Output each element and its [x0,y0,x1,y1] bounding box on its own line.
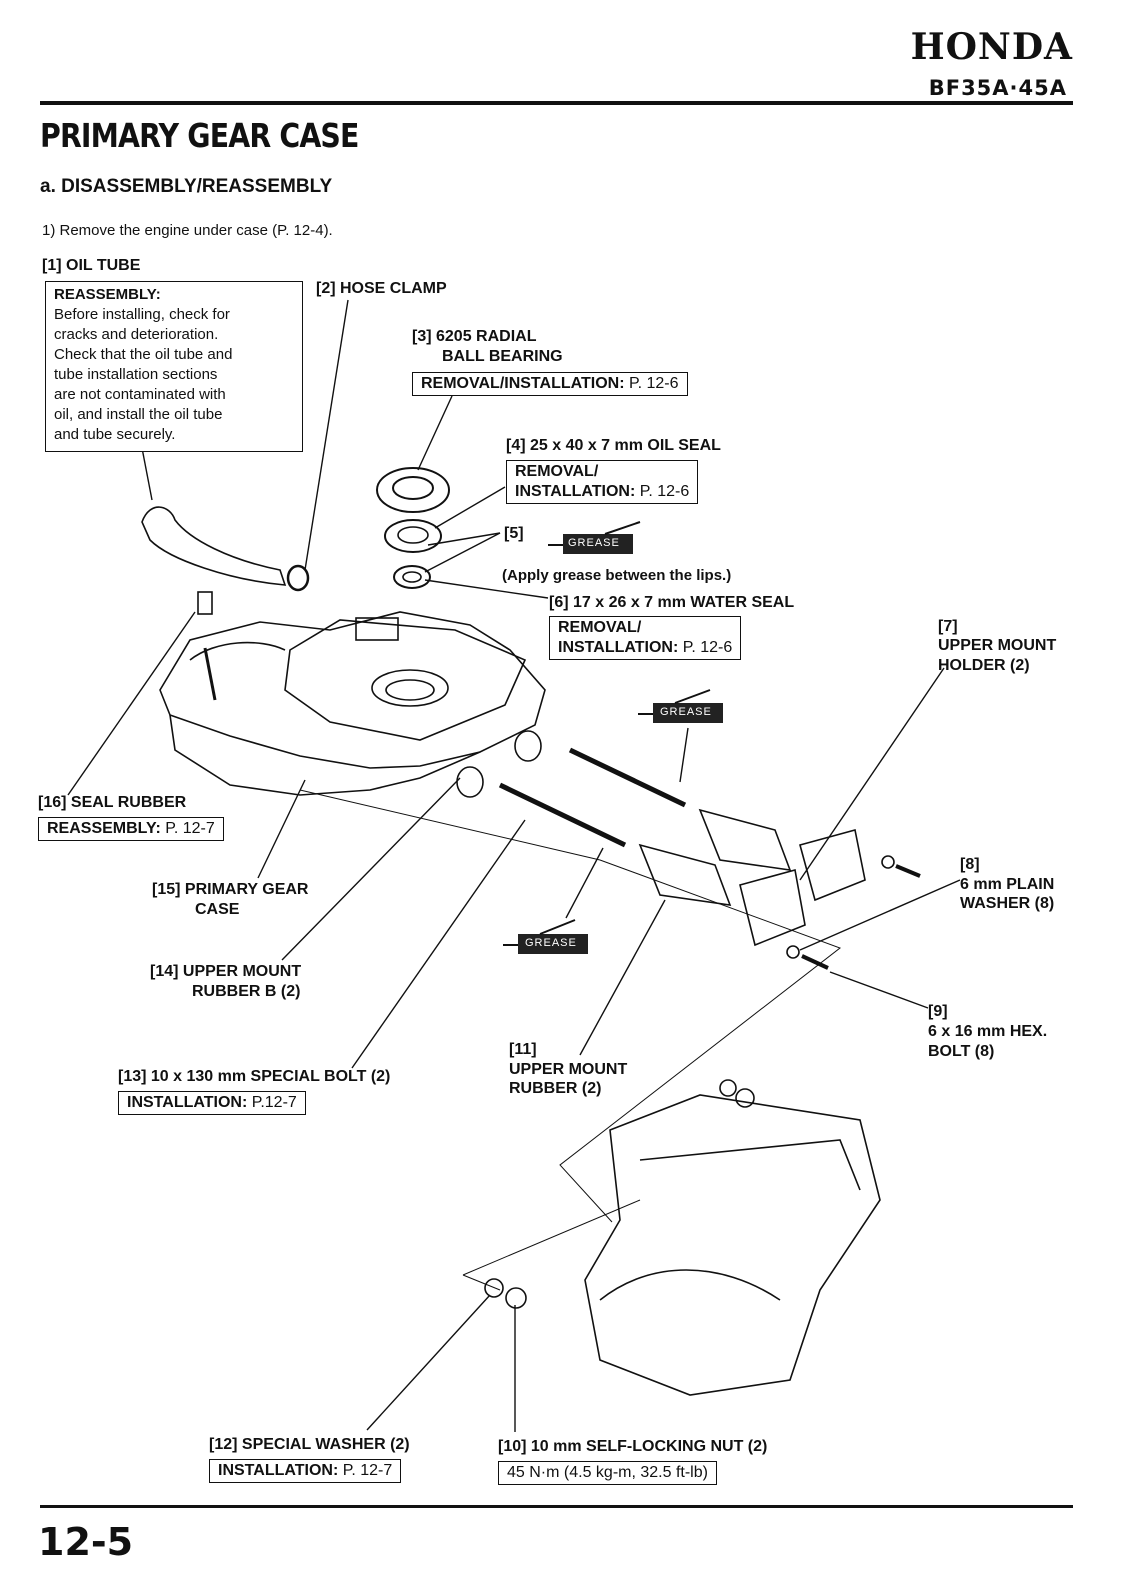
label-primary-gear-case: [15] PRIMARY GEAR [152,881,309,898]
label-upper-mount-rubber: UPPER MOUNT [509,1061,628,1078]
note-line: tube installation sections [54,366,218,383]
oil-tube-drawing [141,506,287,586]
box-key: INSTALLATION: [218,1462,339,1479]
note-line: are not contaminated with [54,386,226,403]
label-special-washer: [12] SPECIAL WASHER (2) [209,1436,410,1453]
grease-tube-icons [503,521,723,954]
label-part-5: [5] [504,525,524,542]
grease-note: (Apply grease between the lips.) [502,567,732,584]
model-number: BF35A·45A [928,76,1067,100]
primary-gear-case-drawing [159,611,546,769]
box-key: REMOVAL/ [558,619,642,636]
box-value: P.12-7 [247,1094,297,1111]
box-key: INSTALLATION: [558,639,679,656]
note-line: and tube securely. [54,426,176,443]
label-hose-clamp: [2] HOSE CLAMP [316,280,447,297]
reassembly-note: REASSEMBLY: Before installing, check for… [45,281,303,452]
label-special-bolt: [13] 10 x 130 mm SPECIAL BOLT (2) [118,1068,391,1085]
label-part-7: [7] [938,618,958,635]
label-self-locking-nut: [10] 10 mm SELF-LOCKING NUT (2) [498,1438,768,1455]
label-upper-mount-rubber-2: RUBBER (2) [509,1080,602,1097]
box-key: REASSEMBLY: [47,820,161,837]
honda-logo: HONDA [910,26,1073,68]
grease-label-2: GREASE [660,706,712,718]
box-key: REMOVAL/INSTALLATION: [421,375,625,392]
label-upper-mount-rubber-b: [14] UPPER MOUNT [150,963,302,980]
label-radial-bearing-2: BALL BEARING [442,348,563,365]
label-oil-seal: [4] 25 x 40 x 7 mm OIL SEAL [506,437,721,454]
label-plain-washer-2: WASHER (8) [960,895,1055,912]
label-part-11: [11] [509,1041,537,1058]
box-special-bolt: INSTALLATION: P.12-7 [118,1091,306,1115]
label-part-9: [9] [928,1003,948,1020]
footer-rule [40,1505,1073,1508]
box-key: REMOVAL/ [515,463,599,480]
label-primary-gear-case-2: CASE [195,901,240,918]
label-plain-washer: 6 mm PLAIN [960,876,1055,893]
label-hex-bolt: 6 x 16 mm HEX. [928,1023,1048,1040]
box-value: 45 N·m (4.5 kg-m, 32.5 ft-lb) [507,1464,708,1481]
label-upper-mount-holder-2: HOLDER (2) [938,657,1030,674]
box-bearing-removal: REMOVAL/INSTALLATION: P. 12-6 [412,372,688,396]
box-key: INSTALLATION: [515,483,636,500]
note-line: Before installing, check for [54,306,230,323]
label-radial-bearing: [3] 6205 RADIAL [412,328,537,345]
page-title: PRIMARY GEAR CASE [40,116,359,155]
note-line: cracks and deterioration. [54,326,219,343]
label-oil-tube: [1] OIL TUBE [42,257,141,274]
box-seal-rubber: REASSEMBLY: P. 12-7 [38,817,224,841]
label-upper-mount-rubber-b-2: RUBBER B (2) [192,983,301,1000]
box-torque-spec: 45 N·m (4.5 kg-m, 32.5 ft-lb) [498,1461,717,1485]
page-number: 12-5 [38,1520,134,1564]
note-line: oil, and install the oil tube [54,406,223,423]
step-1: 1) Remove the engine under case (P. 12-4… [42,222,333,239]
grease-label-3: GREASE [525,937,577,949]
label-hex-bolt-2: BOLT (8) [928,1043,995,1060]
box-value: P. 12-6 [624,375,679,392]
section-subtitle: a. DISASSEMBLY/REASSEMBLY [40,176,333,197]
header-rule [40,101,1073,105]
box-key: INSTALLATION: [127,1094,248,1111]
box-value: P. 12-6 [678,639,733,656]
note-heading: REASSEMBLY: [54,286,161,303]
label-upper-mount-holder: UPPER MOUNT [938,637,1057,654]
label-seal-rubber: [16] SEAL RUBBER [38,794,187,811]
grease-label-1: GREASE [568,537,620,549]
note-line: Check that the oil tube and [54,346,233,363]
box-value: P. 12-7 [338,1462,393,1479]
label-part-8: [8] [960,856,980,873]
box-value: P. 12-7 [160,820,215,837]
box-oil-seal-removal: REMOVAL/ INSTALLATION: P. 12-6 [506,460,699,504]
label-water-seal: [6] 17 x 26 x 7 mm WATER SEAL [549,594,795,611]
box-special-washer: INSTALLATION: P. 12-7 [209,1459,402,1483]
box-water-seal-removal: REMOVAL/ INSTALLATION: P. 12-6 [549,616,742,660]
box-value: P. 12-6 [635,483,690,500]
